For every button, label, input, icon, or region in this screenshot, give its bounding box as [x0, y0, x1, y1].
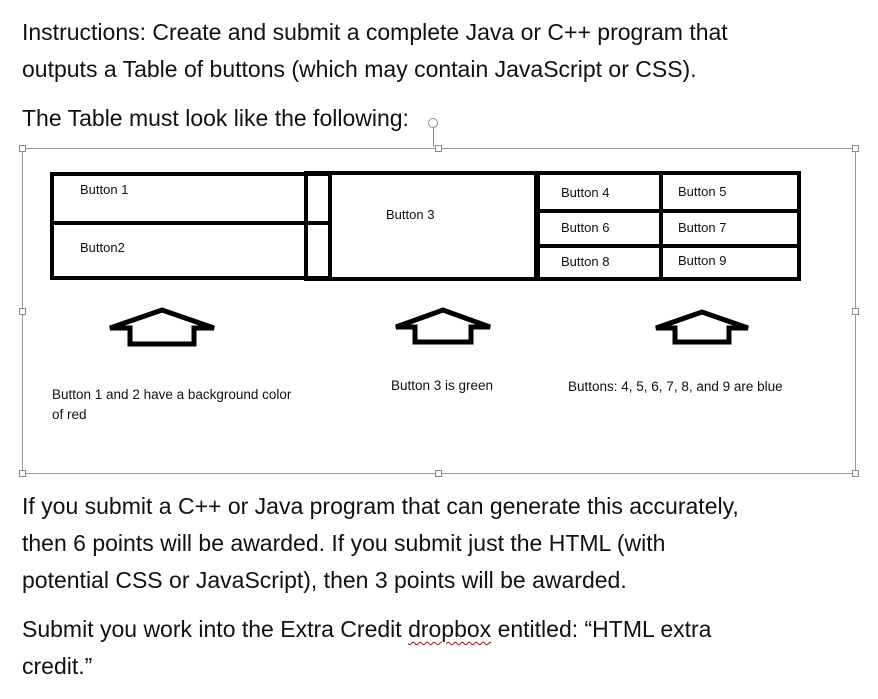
- grading-line-2: then 6 points will be awarded. If you su…: [22, 530, 666, 556]
- button-1-label: Button 1: [80, 182, 129, 197]
- instructions-line-1: Instructions: Create and submit a comple…: [22, 19, 728, 45]
- resize-handle-top[interactable]: [435, 145, 442, 152]
- red-caption-line-2: of red: [52, 407, 87, 422]
- button-7-label: Button 7: [678, 220, 727, 235]
- table-intro-text: The Table must look like the following:: [22, 105, 409, 131]
- red-buttons-caption: Button 1 and 2 have a background color o…: [52, 385, 291, 425]
- right-block-row-divider-1: [536, 209, 801, 213]
- button-3-cell: Button 3: [308, 175, 534, 277]
- button-7-cell: Button 7: [663, 213, 797, 244]
- button-4-label: Button 4: [561, 185, 610, 200]
- button-2-label: Button2: [80, 240, 125, 255]
- table-figure[interactable]: Button 1 Button2 Button 3 Button 4 Butto…: [19, 145, 859, 477]
- grading-line-3: potential CSS or JavaScript), then 3 poi…: [22, 567, 627, 593]
- button-5-label: Button 5: [678, 184, 727, 199]
- button-2-cell: Button2: [54, 225, 328, 276]
- button-9-cell: Button 9: [663, 248, 797, 277]
- table-left-block: [50, 172, 332, 280]
- resize-handle-bottom-left[interactable]: [19, 470, 26, 477]
- green-button-caption: Button 3 is green: [391, 378, 494, 393]
- button-5-cell: Button 5: [663, 175, 797, 209]
- up-arrow-icon-left: [109, 307, 215, 347]
- up-arrow-icon-right: [655, 309, 749, 345]
- instructions-paragraph: Instructions: Create and submit a comple…: [22, 14, 862, 88]
- right-block-column-divider: [659, 171, 663, 281]
- rotate-handle-stem: [433, 128, 434, 147]
- resize-handle-right[interactable]: [852, 308, 859, 315]
- up-arrow-icon-middle: [395, 307, 491, 345]
- table-right-block: [536, 171, 801, 281]
- resize-handle-bottom[interactable]: [435, 470, 442, 477]
- grading-paragraph: If you submit a C++ or Java program that…: [22, 488, 862, 599]
- resize-handle-bottom-right[interactable]: [852, 470, 859, 477]
- submission-text-before: Submit you work into the Extra Credit: [22, 616, 409, 642]
- resize-handle-top-right[interactable]: [852, 145, 859, 152]
- button-8-label: Button 8: [561, 254, 610, 269]
- red-caption-line-1: Button 1 and 2 have a background color: [52, 387, 292, 402]
- button-4-cell: Button 4: [540, 175, 659, 209]
- button-8-cell: Button 8: [540, 248, 659, 277]
- right-block-row-divider-2: [536, 244, 801, 248]
- button-6-cell: Button 6: [540, 213, 659, 244]
- resize-handle-top-left[interactable]: [19, 145, 26, 152]
- button-9-label: Button 9: [678, 253, 727, 268]
- grading-line-1: If you submit a C++ or Java program that…: [22, 493, 739, 519]
- button-3-label: Button 3: [386, 207, 435, 222]
- rotate-handle-icon[interactable]: [428, 118, 438, 128]
- submission-line-2: credit.”: [22, 653, 93, 679]
- button-6-label: Button 6: [561, 220, 610, 235]
- resize-handle-left[interactable]: [19, 308, 26, 315]
- blue-buttons-caption: Buttons: 4, 5, 6, 7, 8, and 9 are blue: [568, 379, 783, 394]
- submission-text-after: entitled: “HTML extra: [491, 616, 712, 642]
- left-block-divider: [50, 221, 332, 225]
- instructions-line-2: outputs a Table of buttons (which may co…: [22, 56, 697, 82]
- submission-paragraph: Submit you work into the Extra Credit dr…: [22, 611, 862, 685]
- spellcheck-flagged-word[interactable]: dropbox: [408, 616, 492, 642]
- button-1-cell: Button 1: [54, 176, 328, 221]
